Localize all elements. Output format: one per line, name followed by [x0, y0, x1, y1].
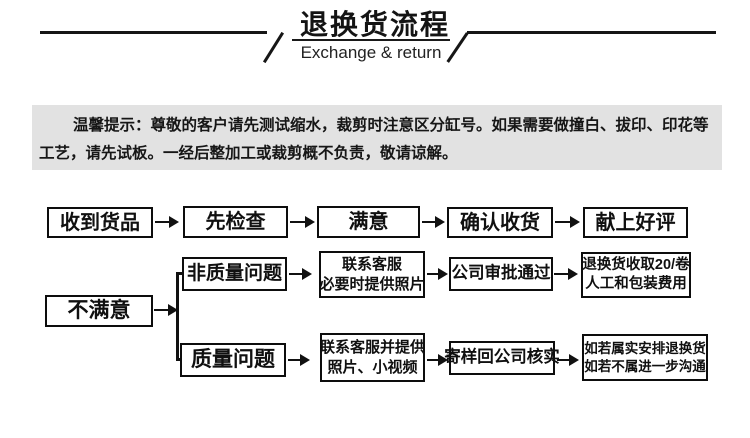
- flow-arrow: [427, 267, 448, 281]
- notice-line-2: 工艺，请先试板。一经后整加工或裁剪概不负责，敬请谅解。: [39, 145, 458, 162]
- header-line-right: [467, 31, 716, 34]
- flow-arrow: [154, 303, 178, 317]
- step-company-approval: 公司审批通过: [449, 257, 553, 291]
- page-title: 退换货流程: [299, 9, 450, 40]
- step-confirm-receipt: 确认收货: [447, 207, 553, 238]
- flow-arrow: [288, 353, 310, 367]
- step-received-goods: 收到货品: [47, 207, 153, 238]
- step-send-sample-back: 寄样回公司核实: [444, 341, 560, 375]
- step-contact-service-photo-video: 联系客服并提供 照片、小视频: [320, 333, 425, 382]
- step-give-praise: 献上好评: [583, 207, 688, 238]
- flow-arrow: [427, 353, 448, 367]
- flow-arrow: [289, 267, 312, 281]
- flow-arrow: [557, 353, 579, 367]
- step-return-fee-note: 退换货收取20/卷 人工和包装费用: [581, 252, 691, 298]
- flow-arrow: [554, 267, 578, 281]
- step-satisfied: 满意: [317, 206, 420, 238]
- page-subtitle: Exchange & return: [300, 43, 442, 62]
- step-quality-issue: 质量问题: [180, 343, 286, 377]
- step-contact-service-photos: 联系客服 必要时提供照片: [319, 251, 425, 298]
- branch-stub-bottom: [176, 358, 183, 361]
- title-underline: [292, 39, 450, 41]
- header-line-left: [40, 31, 267, 34]
- notice-line-1: 温馨提示：尊敬的客户请先测试缩水，裁剪时注意区分缸号。如果需要做撞白、拔印、印花…: [73, 117, 709, 134]
- step-non-quality-issue: 非质量问题: [182, 257, 287, 291]
- step-return-resolution: 如若属实安排退换货 如若不属进一步沟通: [582, 334, 708, 381]
- branch-vertical-line: [176, 272, 179, 361]
- step-inspect-first: 先检查: [183, 206, 288, 238]
- flow-arrow: [290, 215, 315, 229]
- warm-notice-box: 温馨提示：尊敬的客户请先测试缩水，裁剪时注意区分缸号。如果需要做撞白、拔印、印花…: [32, 105, 722, 170]
- step-unsatisfied: 不满意: [45, 295, 153, 327]
- branch-stub-top: [176, 272, 183, 275]
- flow-arrow: [422, 215, 445, 229]
- flow-arrow: [155, 215, 179, 229]
- flow-arrow: [555, 215, 580, 229]
